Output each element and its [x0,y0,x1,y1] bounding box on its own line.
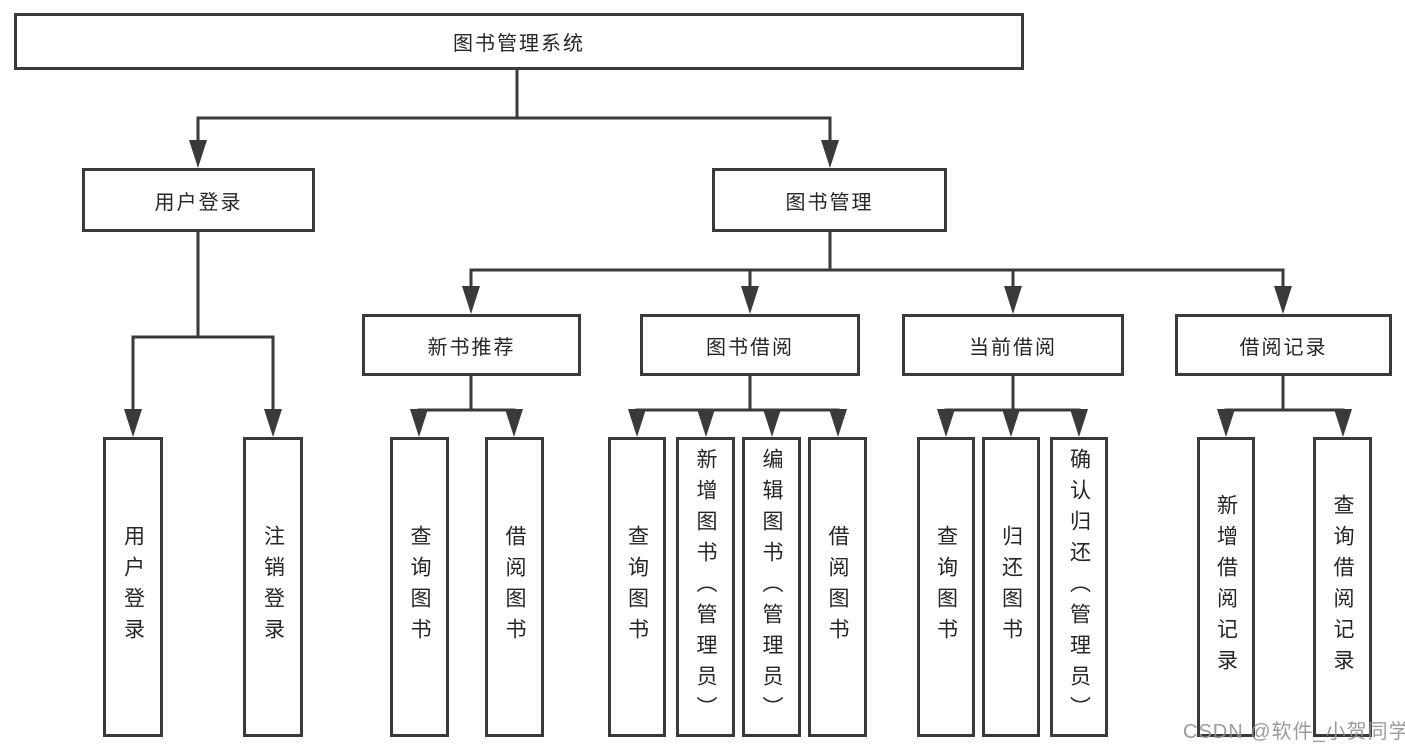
node-borrow-records-label: 借阅记录 [1239,336,1328,359]
node-current-borrow-label: 当前借阅 [969,336,1057,359]
leaf-add-borrow-record-label: 新增借阅记录 [1214,494,1238,680]
node-user-login: 用户登录 [82,168,315,232]
node-new-book-recommend: 新书推荐 [362,314,581,376]
node-current-borrow: 当前借阅 [902,314,1124,376]
node-root: 图书管理系统 [14,13,1024,70]
leaf-borrow-book: 借阅图书 [808,437,867,737]
node-root-label: 图书管理系统 [453,33,585,55]
leaf-edit-book-admin-label: 编辑图书（管理员） [760,447,783,727]
node-borrow-records: 借阅记录 [1175,314,1392,376]
node-new-book-recommend-label: 新书推荐 [427,336,516,359]
node-book-management-label: 图书管理 [785,191,874,214]
leaf-confirm-return-admin: 确认归还（管理员） [1050,437,1108,737]
leaf-query-book-current: 查询图书 [917,437,975,737]
node-book-borrow-label: 图书借阅 [706,336,794,359]
leaf-add-book-admin: 新增图书（管理员） [676,437,735,737]
leaf-query-book-recommend-label: 查询图书 [408,525,431,649]
node-user-login-label: 用户登录 [154,191,243,214]
leaf-logout: 注销登录 [243,437,303,737]
leaf-return-book-label: 归还图书 [999,525,1023,649]
node-book-management: 图书管理 [712,168,947,232]
leaf-borrow-book-recommend: 借阅图书 [485,437,544,737]
leaf-borrow-book-recommend-label: 借阅图书 [503,525,526,649]
leaf-user-login: 用户登录 [103,437,163,737]
leaf-query-book-borrow: 查询图书 [608,437,666,737]
leaf-query-book-current-label: 查询图书 [934,525,958,649]
leaf-return-book: 归还图书 [982,437,1040,737]
leaf-query-book-recommend: 查询图书 [390,437,449,737]
arrowheads [124,140,1352,437]
leaf-query-book-borrow-label: 查询图书 [625,525,649,649]
leaf-add-borrow-record: 新增借阅记录 [1197,437,1255,737]
csdn-watermark: CSDN @软件_小贺同学 [1183,721,1405,743]
leaf-query-borrow-record-label: 查询借阅记录 [1331,494,1354,680]
leaf-borrow-book-label: 借阅图书 [826,525,849,649]
leaf-user-login-label: 用户登录 [121,525,145,649]
leaf-logout-label: 注销登录 [261,525,285,649]
leaf-edit-book-admin: 编辑图书（管理员） [742,437,801,737]
leaf-query-borrow-record: 查询借阅记录 [1313,437,1372,737]
node-book-borrow: 图书借阅 [640,314,860,376]
leaf-confirm-return-admin-label: 确认归还（管理员） [1067,447,1091,727]
leaf-add-book-admin-label: 新增图书（管理员） [694,447,717,727]
